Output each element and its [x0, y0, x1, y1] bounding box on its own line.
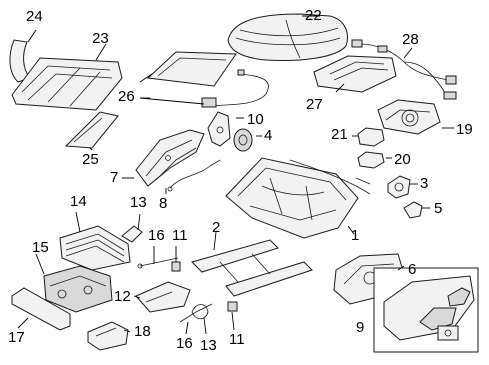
callout-17: 17 [8, 329, 25, 346]
callout-4: 4 [264, 127, 273, 144]
callout-28: 28 [402, 31, 419, 48]
part-23-seat-back-cushion [11, 57, 123, 111]
part-21-connector [357, 127, 385, 147]
part-2-seat-track [191, 239, 313, 297]
part-11-fastener-upper [171, 261, 181, 272]
callout-10: 10 [247, 111, 264, 128]
part-20-connector [357, 151, 385, 169]
part-14-track-cover [59, 225, 131, 271]
part-16-rod-upper [137, 257, 179, 269]
callout-21: 21 [331, 126, 348, 143]
part-28-wiring-harness [351, 39, 457, 100]
part-3-gear-unit [387, 175, 411, 199]
callout-23: 23 [92, 30, 109, 47]
callout-1: 1 [351, 227, 360, 244]
callout-26: 26 [118, 88, 135, 105]
part-25-side-bolster [64, 111, 119, 149]
part-19-lumbar-unit [377, 99, 441, 135]
callout-11-upper: 11 [172, 227, 188, 244]
part-4-motor [233, 128, 253, 152]
callout-24: 24 [26, 8, 43, 25]
callout-9: 9 [356, 319, 365, 336]
callout-7: 7 [110, 169, 119, 186]
part-26-heater-pad [146, 51, 269, 108]
callout-13-lower: 13 [200, 337, 217, 354]
callout-27: 27 [306, 96, 323, 113]
part-11-fastener-lower [227, 301, 238, 312]
callout-15: 15 [32, 239, 49, 256]
part-17-trim-strip [11, 287, 71, 331]
callout-8: 8 [159, 195, 168, 212]
callout-19: 19 [456, 121, 473, 138]
part-5-clip [403, 201, 423, 219]
callout-22: 22 [305, 7, 322, 24]
part-13-clip-upper [121, 225, 143, 243]
callout-13-upper: 13 [130, 194, 147, 211]
part-16-rod-lower [179, 303, 213, 323]
callout-6: 6 [408, 261, 417, 278]
callout-16-upper: 16 [148, 227, 165, 244]
part-15-motor-housing [43, 265, 113, 313]
part-9-switch-box [373, 267, 479, 353]
part-7-side-shield [135, 129, 205, 187]
callout-3: 3 [420, 175, 429, 192]
part-8-cable [167, 159, 221, 192]
callout-12: 12 [114, 288, 131, 305]
callout-18: 18 [134, 323, 151, 340]
callout-14: 14 [70, 193, 87, 210]
part-1-seat-frame [225, 157, 371, 239]
part-27-cushion-heater [313, 55, 397, 93]
part-13-clip-lower [191, 304, 209, 320]
leader-lines [17, 15, 454, 335]
callout-25: 25 [82, 151, 99, 168]
callout-20: 20 [394, 151, 411, 168]
part-12-bracket-plate [135, 281, 191, 313]
callout-2: 2 [212, 219, 221, 236]
part-10-bracket [207, 111, 231, 147]
part-18-module [87, 321, 129, 351]
part-22-seat-cushion [227, 13, 348, 61]
callout-16-lower: 16 [176, 335, 193, 352]
callout-11-lower: 11 [229, 331, 245, 348]
callout-5: 5 [434, 200, 443, 217]
